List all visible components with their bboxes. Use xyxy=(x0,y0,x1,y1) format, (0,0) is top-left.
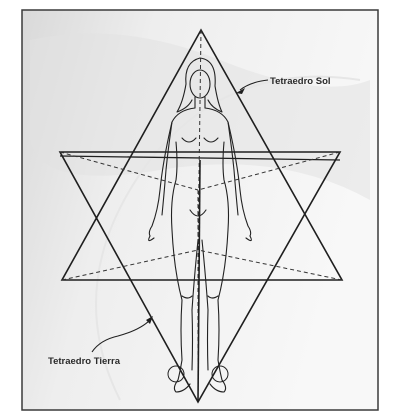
sun-tetrahedron-label: Tetraedro Sol xyxy=(270,76,331,87)
earth-tetrahedron-label: Tetraedro Tierra xyxy=(48,356,121,367)
